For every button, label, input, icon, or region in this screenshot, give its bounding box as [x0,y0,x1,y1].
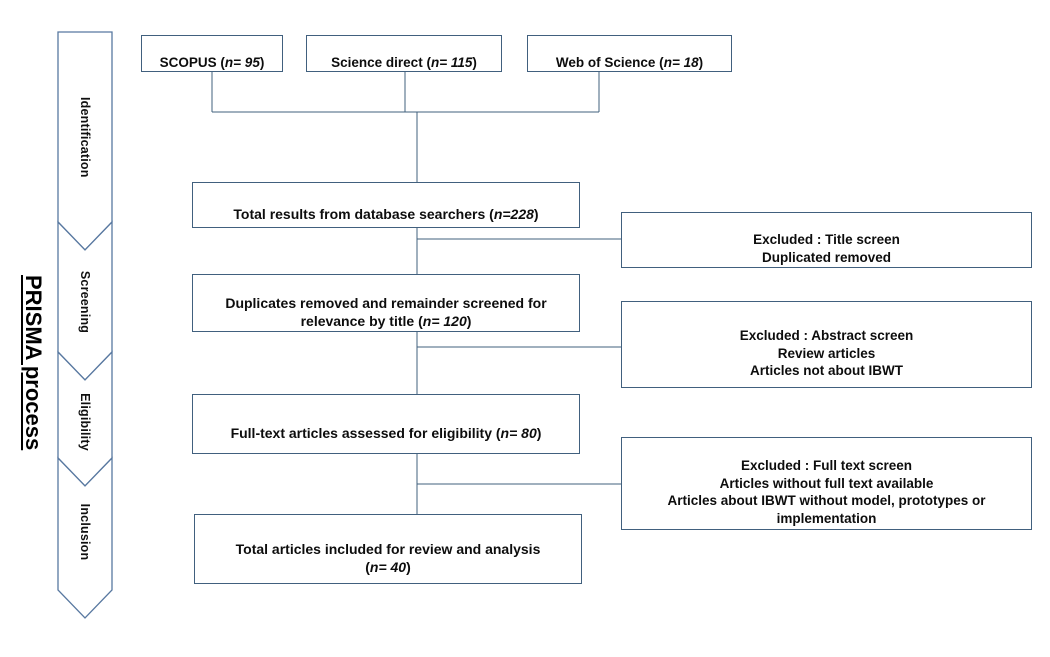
exclusion-line-1: Excluded : Full text screen [740,457,913,473]
flow-box-full-text-eligibility-label: Full-text articles assessed for eligibil… [201,406,571,443]
source-box-scopus-label: SCOPUS (n= 95) [150,36,274,72]
flow-box-full-text-eligibility: Full-text articles assessed for eligibil… [192,394,580,454]
source-box-scopus: SCOPUS (n= 95) [141,35,283,72]
flow-box-included-for-review: Total articles included for review and a… [194,514,582,584]
stage-label-screening: Screening [78,270,92,334]
source-n-value: = 115 [439,54,473,70]
source-n-value: = 18 [671,54,699,70]
flow-n-value: = 40 [378,559,407,576]
exclusion-line-1: Excluded : Title screen [753,232,900,248]
flow-line-1: Total results from database searchers ( [233,206,494,222]
flow-n-symbol: n [422,313,432,330]
flow-line-1: Total articles included for review and a… [235,540,541,557]
flow-n-value: = 80 [509,425,537,441]
source-n-symbol: n [430,54,440,70]
flow-box-total-results: Total results from database searchers (n… [192,182,580,228]
flow-box-duplicates-removed: Duplicates removed and remainder screene… [192,274,580,332]
exclusion-line-2: Duplicated removed [761,249,892,265]
flow-n-symbol: n [500,425,510,441]
source-box-science-direct-label: Science direct (n= 115) [315,36,493,72]
source-close-paren: ) [259,54,265,70]
flow-close-paren: ) [466,313,472,330]
flow-n-symbol: n [369,559,379,576]
page-title: PRISMA process [21,275,46,451]
exclusion-line-3: Articles about IBWT without model, proto… [667,493,986,509]
flow-n-symbol: n [493,206,503,222]
exclusion-line-2: Review articles [777,345,876,361]
stage-label-inclusion: Inclusion [78,503,92,561]
flow-close-paren: ) [536,425,542,441]
source-box-web-of-science-label: Web of Science (n= 18) [536,36,723,72]
exclusion-line-4: implementation [776,511,877,527]
source-n-symbol: n [663,54,672,70]
exclusion-line-3: Articles not about IBWT [750,363,903,379]
flow-line-1: Duplicates removed and remainder screene… [225,294,547,311]
flow-box-total-results-label: Total results from database searchers (n… [201,187,571,224]
flow-box-included-for-review-label: Total articles included for review and a… [203,521,573,576]
stage-label-identification: Identification [78,97,92,178]
flow-box-duplicates-removed-label: Duplicates removed and remainder screene… [201,275,571,330]
flow-close-paren: ) [406,559,411,576]
exclusion-line-2: Articles without full text available [719,475,934,491]
source-label-text: Web of Science ( [555,54,664,70]
source-label-text: SCOPUS ( [159,54,225,70]
flow-n-value: = 120 [431,313,467,330]
source-n-value: = 95 [233,54,260,70]
source-box-science-direct: Science direct (n= 115) [306,35,502,72]
source-n-symbol: n [224,54,234,70]
flow-line-2: ( [365,559,370,576]
source-label-text: Science direct ( [331,54,431,70]
flow-close-paren: ) [533,206,539,222]
exclusion-line-1: Excluded : Abstract screen [739,327,914,343]
source-close-paren: ) [472,54,477,70]
flow-n-value: =228 [502,206,534,222]
flow-line-2: relevance by title ( [300,313,423,330]
source-close-paren: ) [698,54,704,70]
flow-line-1: Full-text articles assessed for eligibil… [230,425,501,441]
stage-label-eligibility: Eligibility [78,393,92,451]
source-box-web-of-science: Web of Science (n= 18) [527,35,732,72]
